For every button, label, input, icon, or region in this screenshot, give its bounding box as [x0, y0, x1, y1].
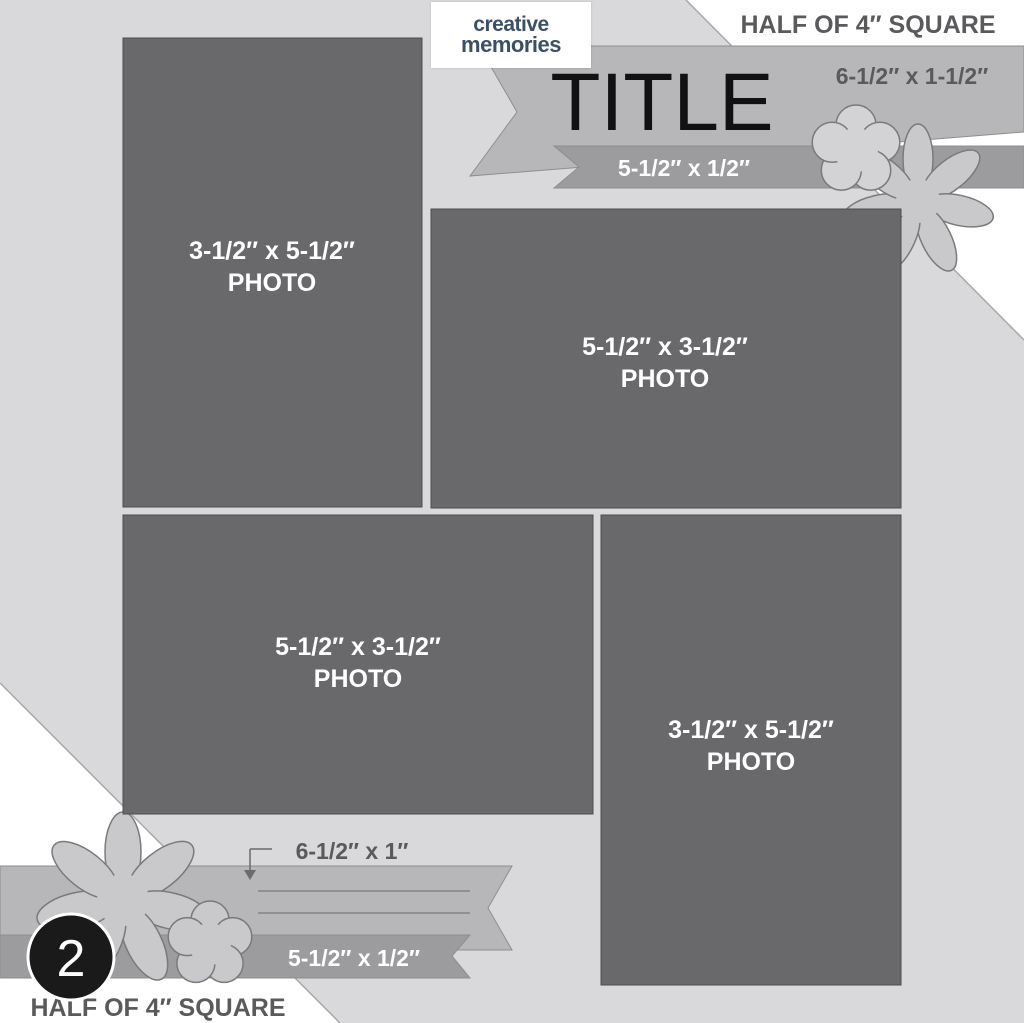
title-banner-small-size: 5-1/2″ x 1/2″	[618, 155, 750, 181]
photo-top-right	[430, 208, 902, 509]
brand-line-1: creative	[473, 13, 549, 36]
layout-number-badge	[26, 912, 116, 1002]
photo-bottom-right	[600, 514, 902, 986]
journal-banner-large-size: 6-1/2″ x 1″	[296, 838, 409, 864]
brand-logo: creative memories	[431, 2, 591, 68]
flower-small-top	[811, 104, 901, 191]
photo-top-right-label: PHOTO	[621, 365, 709, 393]
photo-bottom-right-size: 3-1/2″ x 5-1/2″	[668, 716, 834, 744]
journal-banner-small-size: 5-1/2″ x 1/2″	[288, 945, 420, 971]
photo-top-left-label: PHOTO	[228, 269, 316, 297]
top-corner-label: HALF OF 4″ SQUARE	[740, 11, 995, 39]
layout-number: 2	[57, 930, 86, 988]
photo-top-right-size: 5-1/2″ x 3-1/2″	[582, 333, 748, 361]
photo-bottom-left-size: 5-1/2″ x 3-1/2″	[275, 633, 441, 661]
brand-line-2: memories	[461, 32, 561, 57]
pointer-arrow	[244, 870, 256, 880]
page-title: TITLE	[550, 57, 773, 148]
photo-top-left	[122, 37, 423, 508]
photo-bottom-right-label: PHOTO	[707, 748, 795, 776]
photo-bottom-left-label: PHOTO	[314, 665, 402, 693]
title-banner-large-size: 6-1/2″ x 1-1/2″	[836, 63, 988, 89]
photo-top-left-size: 3-1/2″ x 5-1/2″	[189, 237, 355, 265]
flower-small-bottom	[167, 900, 253, 984]
photo-bottom-left	[122, 514, 594, 815]
